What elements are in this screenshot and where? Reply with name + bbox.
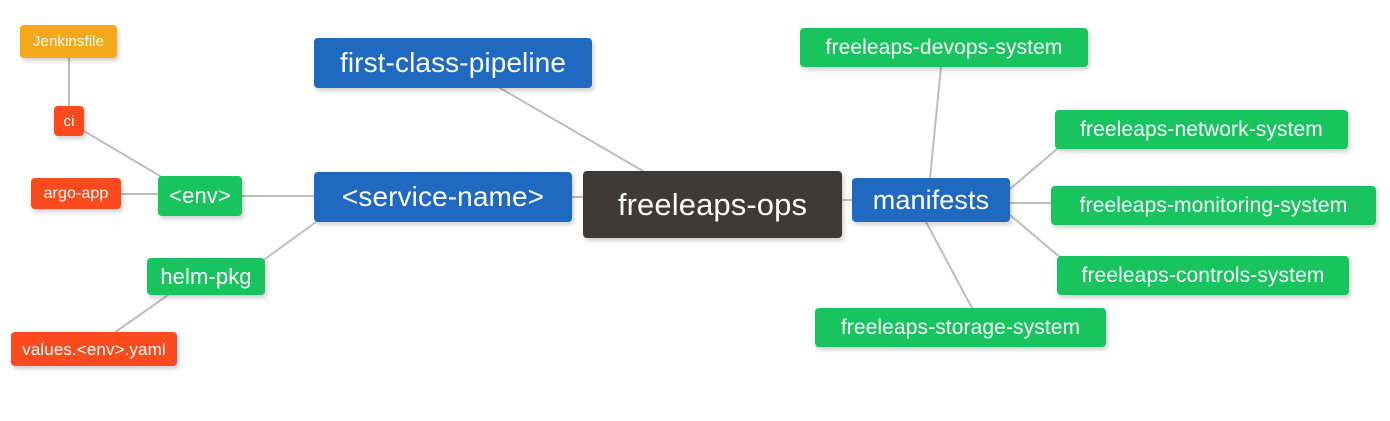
node-values-yaml[interactable]: values.<env>.yaml (11, 332, 177, 366)
node-label-values-yaml: values.<env>.yaml (22, 339, 166, 359)
node-label-freeleaps-monitoring-system: freeleaps-monitoring-system (1079, 194, 1348, 217)
node-label-freeleaps-storage-system: freeleaps-storage-system (840, 316, 1081, 339)
node-argo-app[interactable]: argo-app (31, 178, 121, 209)
node-service-name[interactable]: <service-name> (314, 172, 572, 222)
node-freeleaps-controls-system[interactable]: freeleaps-controls-system (1057, 256, 1349, 295)
node-label-first-class-pipeline: first-class-pipeline (339, 47, 567, 78)
node-ci[interactable]: ci (54, 106, 84, 136)
node-freeleaps-storage-system[interactable]: freeleaps-storage-system (815, 308, 1106, 347)
node-freeleaps-network-system[interactable]: freeleaps-network-system (1055, 110, 1348, 149)
node-label-manifests: manifests (872, 184, 990, 215)
node-label-argo-app: argo-app (43, 184, 109, 202)
node-freeleaps-ops[interactable]: freeleaps-ops (583, 171, 842, 238)
node-freeleaps-devops-system[interactable]: freeleaps-devops-system (800, 28, 1088, 67)
node-helm-pkg[interactable]: helm-pkg (147, 258, 265, 295)
node-jenkinsfile[interactable]: Jenkinsfile (20, 25, 117, 58)
node-first-class-pipeline[interactable]: first-class-pipeline (314, 38, 592, 88)
node-label-freeleaps-controls-system: freeleaps-controls-system (1081, 264, 1325, 287)
node-label-helm-pkg: helm-pkg (160, 263, 252, 289)
edge-service-name-to-helm-pkg (264, 221, 317, 260)
edge-manifests-to-freeleaps-controls-system (1009, 214, 1062, 259)
edge-first-class-pipeline-to-freeleaps-ops (499, 87, 644, 172)
node-label-freeleaps-devops-system: freeleaps-devops-system (825, 36, 1063, 59)
node-label-freeleaps-network-system: freeleaps-network-system (1080, 118, 1323, 141)
edge-freeleaps-devops-system-to-manifests (929, 66, 942, 179)
node-label-freeleaps-ops: freeleaps-ops (617, 187, 808, 222)
node-label-service-name: <service-name> (341, 181, 545, 212)
node-label-ci: ci (63, 112, 75, 130)
node-env[interactable]: <env> (158, 176, 242, 216)
edge-manifests-to-freeleaps-storage-system (925, 221, 973, 309)
edge-ci-to-env (83, 130, 161, 177)
edge-manifests-to-freeleaps-network-system (1009, 148, 1058, 190)
node-freeleaps-monitoring-system[interactable]: freeleaps-monitoring-system (1051, 186, 1376, 225)
node-label-jenkinsfile: Jenkinsfile (32, 33, 105, 50)
edge-helm-pkg-to-values-yaml (113, 294, 169, 334)
node-label-env: <env> (169, 183, 231, 208)
node-manifests[interactable]: manifests (852, 178, 1010, 222)
